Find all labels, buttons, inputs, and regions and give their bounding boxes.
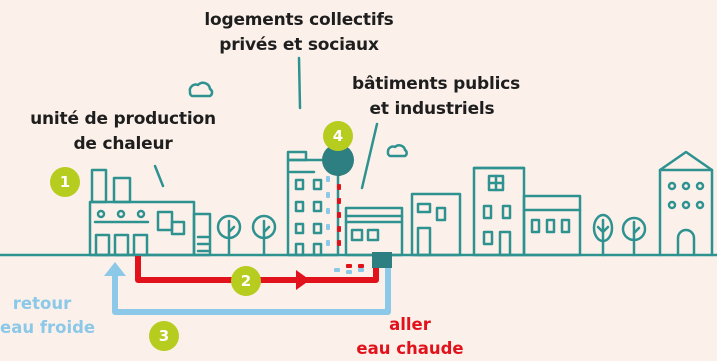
house-4 — [658, 150, 714, 257]
label-unite-production: unité de production de chaleur — [30, 109, 216, 154]
label-logements-collectifs: logements collectifs privés et sociaux — [204, 10, 394, 55]
pointer-line — [297, 56, 302, 110]
house-2 — [472, 166, 526, 257]
label-batiments-publics: bâtiments publics et industriels — [352, 74, 520, 119]
house-1 — [410, 192, 462, 257]
hot-arrow — [296, 270, 310, 290]
production-unit-building — [88, 168, 212, 257]
building-substation-icon — [322, 144, 354, 176]
label-aller-eau-chaude: aller eau chaude — [356, 315, 464, 358]
pointer-line — [360, 122, 379, 190]
house-3 — [522, 194, 582, 257]
public-building — [344, 206, 404, 257]
step-badge-1: 1 — [50, 167, 80, 197]
cloud-icon — [188, 81, 214, 98]
tree-2 — [251, 214, 277, 257]
tree-4 — [621, 216, 647, 257]
pointer-line — [153, 164, 165, 188]
step-badge-4: 4 — [323, 121, 353, 151]
label-retour-eau-froide: retour eau froide — [0, 294, 96, 337]
step-badge-2: 2 — [231, 266, 261, 296]
cold-arrow — [104, 262, 126, 276]
step-badge-3: 3 — [149, 321, 179, 351]
tree-3 — [592, 213, 614, 257]
cold-return-pipe — [112, 260, 391, 315]
cloud-icon — [386, 144, 408, 158]
building-pipe-hot — [337, 170, 364, 268]
tree-1 — [216, 214, 242, 257]
building-pipe-cold — [326, 176, 364, 274]
apartment-building — [286, 150, 340, 257]
substation-icon — [372, 252, 392, 268]
